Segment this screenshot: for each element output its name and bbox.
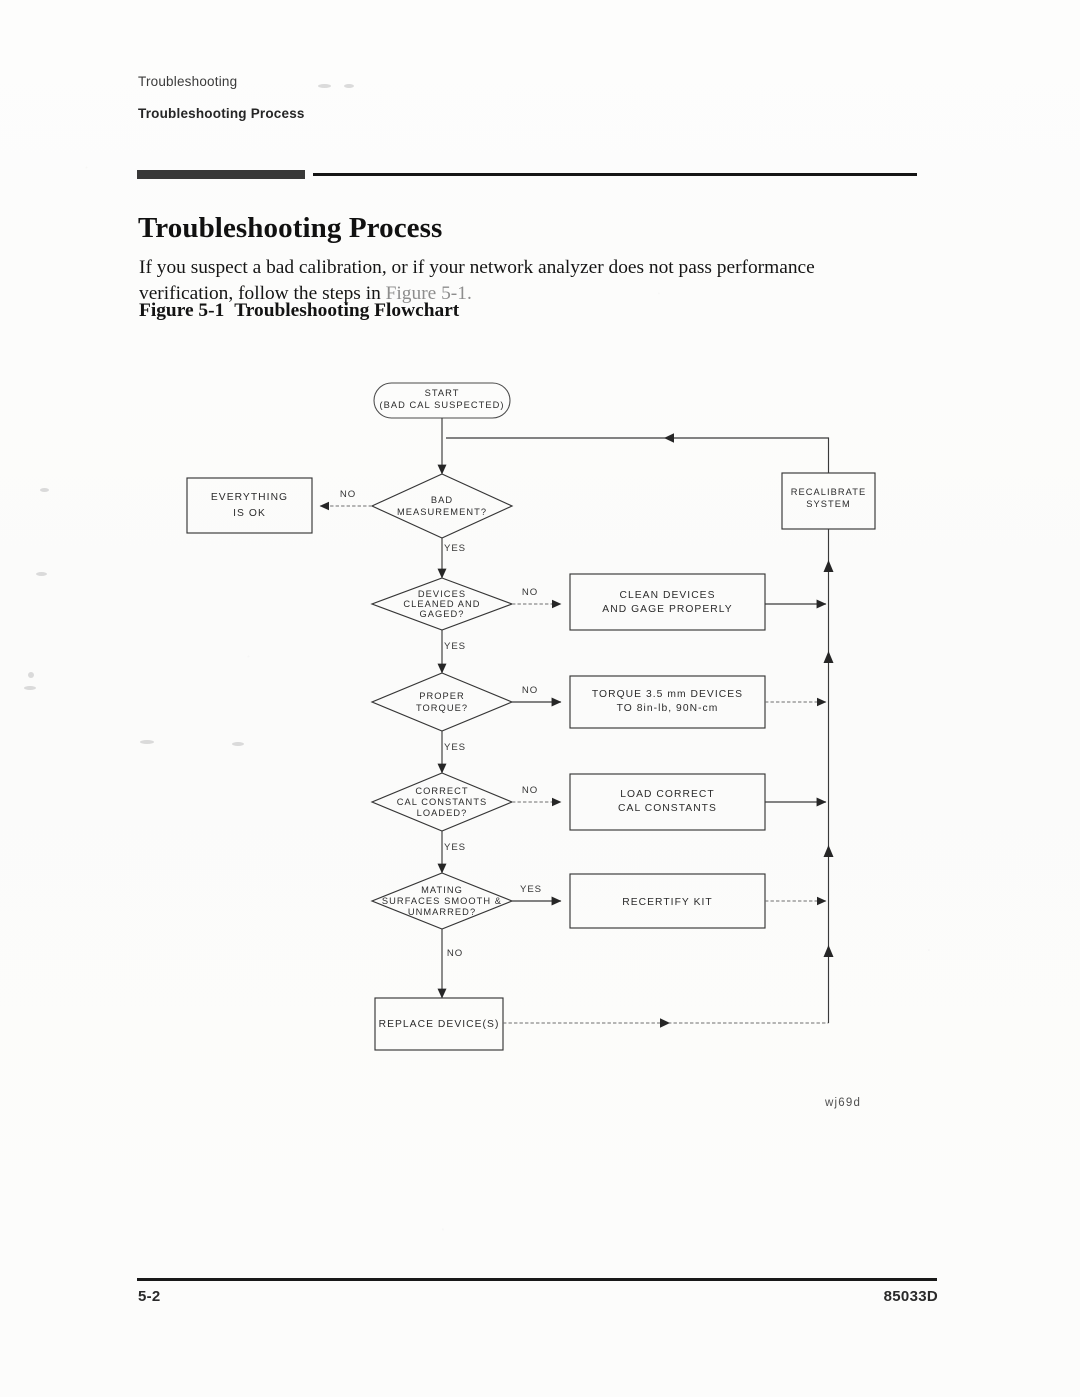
node-torque-line1: TORQUE 3.5 mm DEVICES: [592, 689, 743, 700]
figure-caption-title: Troubleshooting Flowchart: [234, 300, 460, 321]
edge-label-d3-no: NO: [522, 685, 538, 696]
node-d5-line2: SURFACES SMOOTH &: [382, 896, 502, 906]
node-cal-constants-decision: CORRECT CAL CONSTANTS LOADED?: [370, 772, 514, 832]
node-d4-line2: CAL CONSTANTS: [397, 797, 488, 807]
node-d5-line1: MATING: [421, 885, 463, 895]
scan-speck: [232, 742, 244, 746]
footer-document-number: 85033D: [883, 1288, 938, 1305]
node-load-line1: LOAD CORRECT: [620, 789, 714, 800]
edge-label-d5-yes: YES: [520, 884, 542, 895]
node-start-line2: (BAD CAL SUSPECTED): [380, 400, 505, 410]
node-d3-line1: PROPER: [419, 691, 465, 701]
node-ok-line1: EVERYTHING: [211, 492, 288, 503]
node-load-line2: CAL CONSTANTS: [618, 803, 717, 814]
node-d1-line2: MEASUREMENT?: [397, 507, 487, 517]
node-recert-line1: RECERTIFY KIT: [622, 897, 713, 908]
page-title: Troubleshooting Process: [138, 212, 443, 245]
edge-replace-arrowhead: [660, 1018, 670, 1028]
node-start-line1: START: [425, 388, 460, 398]
node-d5-line3: UNMARRED?: [408, 907, 476, 917]
footer-rule: [137, 1278, 937, 1281]
figure-cross-reference: Figure 5-1.: [385, 282, 472, 304]
scan-speck: [40, 488, 49, 492]
header-rule-block: [137, 170, 305, 179]
scan-speck: [36, 572, 47, 576]
node-clean-line2: AND GAGE PROPERLY: [602, 604, 732, 615]
node-d2-line2: CLEANED AND: [403, 599, 480, 609]
node-replace-devices: REPLACE DEVICE(S): [374, 997, 504, 1051]
node-recal-line2: SYSTEM: [806, 499, 851, 509]
running-head-section: Troubleshooting Process: [138, 106, 305, 121]
node-clean-line1: CLEAN DEVICES: [619, 590, 715, 601]
node-d2-line1: DEVICES: [418, 589, 466, 599]
scan-speck: [24, 686, 36, 690]
edge-label-d1-no: NO: [340, 489, 356, 500]
figure-id-label: wj69d: [825, 1097, 862, 1109]
edge-recal-return-path: [446, 437, 830, 473]
node-proper-torque-decision: PROPER TORQUE?: [370, 672, 514, 732]
node-d4-line3: LOADED?: [417, 808, 468, 818]
node-d2-line3: GAGED?: [419, 609, 464, 619]
node-ok-line2: IS OK: [233, 508, 266, 519]
edge-label-d4-yes: YES: [444, 842, 466, 853]
node-everything-is-ok: EVERYTHING IS OK: [186, 477, 313, 534]
node-recalibrate-system: RECALIBRATE SYSTEM: [781, 472, 876, 530]
node-bad-measurement-decision: BAD MEASUREMENT?: [370, 473, 514, 539]
bus-arrowhead-1: [823, 560, 834, 572]
node-torque-devices: TORQUE 3.5 mm DEVICES TO 8in-lb, 90N-cm: [569, 675, 766, 729]
edge-label-d2-yes: YES: [444, 641, 466, 652]
node-devices-cleaned-decision: DEVICES CLEANED AND GAGED?: [370, 577, 514, 631]
edge-recal-return-arrowhead: [664, 433, 674, 443]
bus-arrowhead-4: [823, 945, 834, 957]
node-replace-line1: REPLACE DEVICE(S): [379, 1019, 500, 1030]
header-rule-line: [313, 173, 917, 176]
scan-speck: [344, 84, 354, 88]
node-torque-line2: TO 8in-lb, 90N-cm: [617, 703, 719, 714]
body-paragraph: If you suspect a bad calibration, or if …: [139, 255, 899, 306]
edge-label-d5-no: NO: [447, 948, 463, 959]
bus-arrowhead-2: [823, 651, 834, 663]
figure-caption-number: Figure 5-1: [139, 300, 225, 321]
edge-label-d4-no: NO: [522, 785, 538, 796]
node-d1-line1: BAD: [431, 495, 453, 505]
header-rule: [137, 168, 917, 180]
scan-speck: [318, 84, 331, 88]
node-d3-line2: TORQUE?: [416, 703, 468, 713]
node-mating-surfaces-decision: MATING SURFACES SMOOTH & UNMARRED?: [370, 872, 514, 930]
node-recertify-kit: RECERTIFY KIT: [569, 873, 766, 929]
scan-speck: [140, 740, 154, 744]
edge-label-d1-yes: YES: [444, 543, 466, 554]
body-line-1: If you suspect a bad calibration, or if …: [139, 257, 815, 279]
node-recal-line1: RECALIBRATE: [791, 487, 866, 497]
node-start: START (BAD CAL SUSPECTED): [373, 382, 511, 419]
bus-arrowhead-3: [823, 845, 834, 857]
running-head-chapter: Troubleshooting: [138, 74, 238, 89]
edge-label-d3-yes: YES: [444, 742, 466, 753]
footer-page-number: 5-2: [138, 1288, 161, 1305]
edge-label-d2-no: NO: [522, 587, 538, 598]
node-load-cal-constants: LOAD CORRECT CAL CONSTANTS: [569, 773, 766, 831]
body-line-2-lead: verification, follow the steps in: [139, 282, 386, 304]
scan-speck: [28, 672, 34, 678]
node-d4-line1: CORRECT: [415, 786, 468, 796]
node-clean-devices: CLEAN DEVICES AND GAGE PROPERLY: [569, 573, 766, 631]
figure-caption: Figure 5-1 Troubleshooting Flowchart: [139, 300, 459, 322]
